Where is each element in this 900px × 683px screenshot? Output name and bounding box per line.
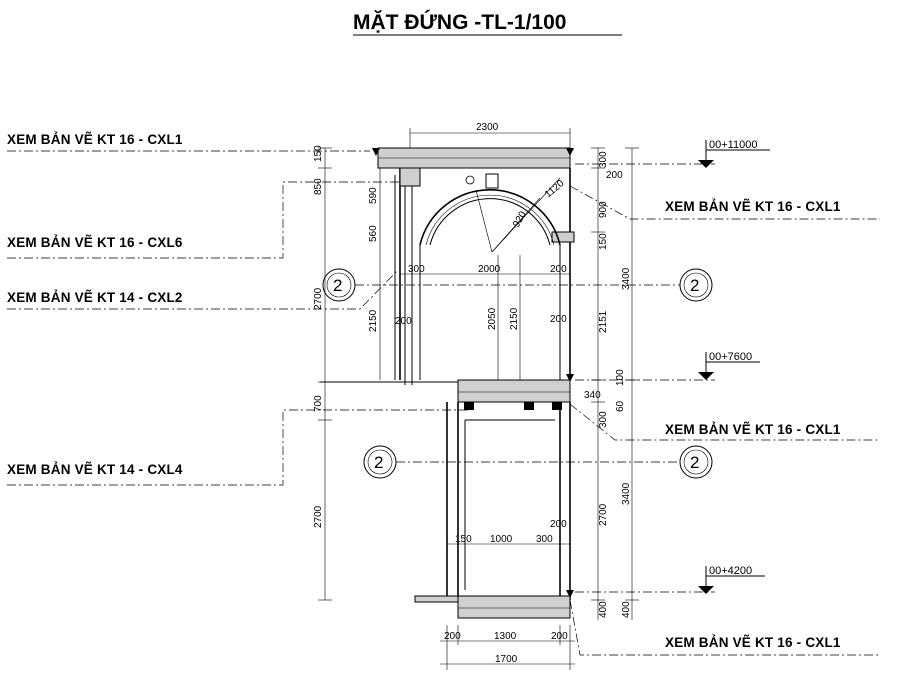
- elevation-markers: 00+11000 00+7600 00+4200: [575, 139, 770, 594]
- dim-right-400: 400: [598, 601, 609, 618]
- right-references: XEM BẢN VẼ KT 16 - CXL1 XEM BẢN VẼ KT 16…: [569, 185, 880, 656]
- dim-right-60: 60: [615, 400, 626, 412]
- dim-bottom-total: 1700: [495, 654, 518, 665]
- leader-left-2: [7, 181, 403, 259]
- dim-bottom-left: 200: [444, 631, 461, 642]
- dim-inner-right-1: 200: [550, 314, 567, 325]
- dim-radius-2: 920: [511, 209, 529, 229]
- arch-inner: [429, 198, 551, 246]
- elevation-label-1: 00+11000: [709, 139, 757, 151]
- elevation-triangle-icon: [698, 372, 714, 380]
- dim-lower-mid: 1000: [490, 534, 513, 545]
- dim-left-small: 200: [395, 316, 412, 327]
- left-references: XEM BẢN VẼ KT 16 - CXL1 XEM BẢN VẼ KT 16…: [7, 132, 470, 486]
- dim-inner-right-2: 200: [550, 519, 567, 530]
- grid-marker-circle: [322, 268, 356, 302]
- elevation-triangle-icon: [698, 586, 714, 594]
- arch-outer: [419, 189, 561, 246]
- grid-marker-circle: [363, 445, 397, 479]
- grid-marker-circle: [679, 268, 713, 302]
- dim-left-150: 150: [313, 145, 324, 162]
- dim-top-width: 2300: [476, 122, 499, 133]
- elevation-label-2: 00+7600: [709, 351, 752, 363]
- elevation-label-3: 00+4200: [709, 565, 752, 577]
- leader-right-3: [569, 599, 880, 656]
- dim-right-2151: 2151: [598, 310, 609, 333]
- grid-label: 2: [690, 276, 699, 295]
- dim-right-300b: 300: [598, 411, 609, 428]
- dim-inner-590: 590: [368, 187, 379, 204]
- dim-left-2700b: 2700: [313, 505, 324, 528]
- leader-right-2: [569, 403, 880, 441]
- dim-lower-right: 300: [536, 534, 553, 545]
- middle-slab: [457, 379, 571, 403]
- dim-right-2700: 2700: [598, 503, 609, 526]
- dim-bottom-right: 200: [551, 631, 568, 642]
- grid-marker-circle: [679, 445, 713, 479]
- dim-right-100: 100: [615, 369, 626, 386]
- dim-center-2150: 2150: [509, 307, 520, 330]
- dim-right2-3400b: 3400: [621, 482, 632, 505]
- dim-bottom-mid: 1300: [494, 631, 517, 642]
- dim-radius-1: 1120: [543, 178, 567, 201]
- dim-center-2050: 2050: [487, 307, 498, 330]
- drawing-title: MẶT ĐỨNG -TL-1/100: [353, 10, 566, 34]
- dim-upper-right: 200: [550, 264, 567, 275]
- leader-left-3: [7, 269, 399, 310]
- leader-left-4: [7, 409, 470, 486]
- keystone: [485, 173, 499, 189]
- grid-label: 2: [374, 453, 383, 472]
- dim-right-300: 300: [598, 151, 609, 168]
- ref-left-1: XEM BẢN VẼ KT 16 - CXL1: [7, 132, 183, 147]
- dim-inner-2150: 2150: [368, 309, 379, 332]
- dim-right2-400: 400: [621, 601, 632, 618]
- ref-left-4: XEM BẢN VẼ KT 14 - CXL4: [7, 462, 183, 477]
- ref-right-2: XEM BẢN VẼ KT 16 - CXL1: [665, 422, 841, 437]
- dim-left-850: 850: [313, 178, 324, 195]
- dim-inner-560: 560: [368, 225, 379, 242]
- grid-markers: 2 2 2 2: [322, 268, 713, 479]
- dim-left-700: 700: [313, 395, 324, 412]
- dim-upper-mid: 2000: [478, 264, 501, 275]
- grid-label: 2: [333, 276, 342, 295]
- dim-right2-3400a: 3400: [621, 267, 632, 290]
- ref-right-3: XEM BẢN VẼ KT 16 - CXL1: [665, 635, 841, 650]
- ref-right-1: XEM BẢN VẼ KT 16 - CXL1: [665, 199, 841, 214]
- ref-left-2: XEM BẢN VẼ KT 16 - CXL6: [7, 235, 183, 250]
- grid-label: 2: [690, 453, 699, 472]
- building-structure: [320, 147, 575, 619]
- dim-right-200: 200: [606, 170, 623, 181]
- ref-left-3: XEM BẢN VẼ KT 14 - CXL2: [7, 290, 183, 305]
- leader-right-1: [569, 185, 880, 220]
- dim-right-900: 900: [598, 201, 609, 218]
- dim-lower-left: 150: [455, 534, 472, 545]
- dim-right-150: 150: [598, 233, 609, 250]
- dim-side-340: 340: [584, 390, 601, 401]
- dim-left-2700a: 2700: [313, 287, 324, 310]
- dim-upper-left: 300: [408, 264, 425, 275]
- bottom-slab: [457, 595, 571, 619]
